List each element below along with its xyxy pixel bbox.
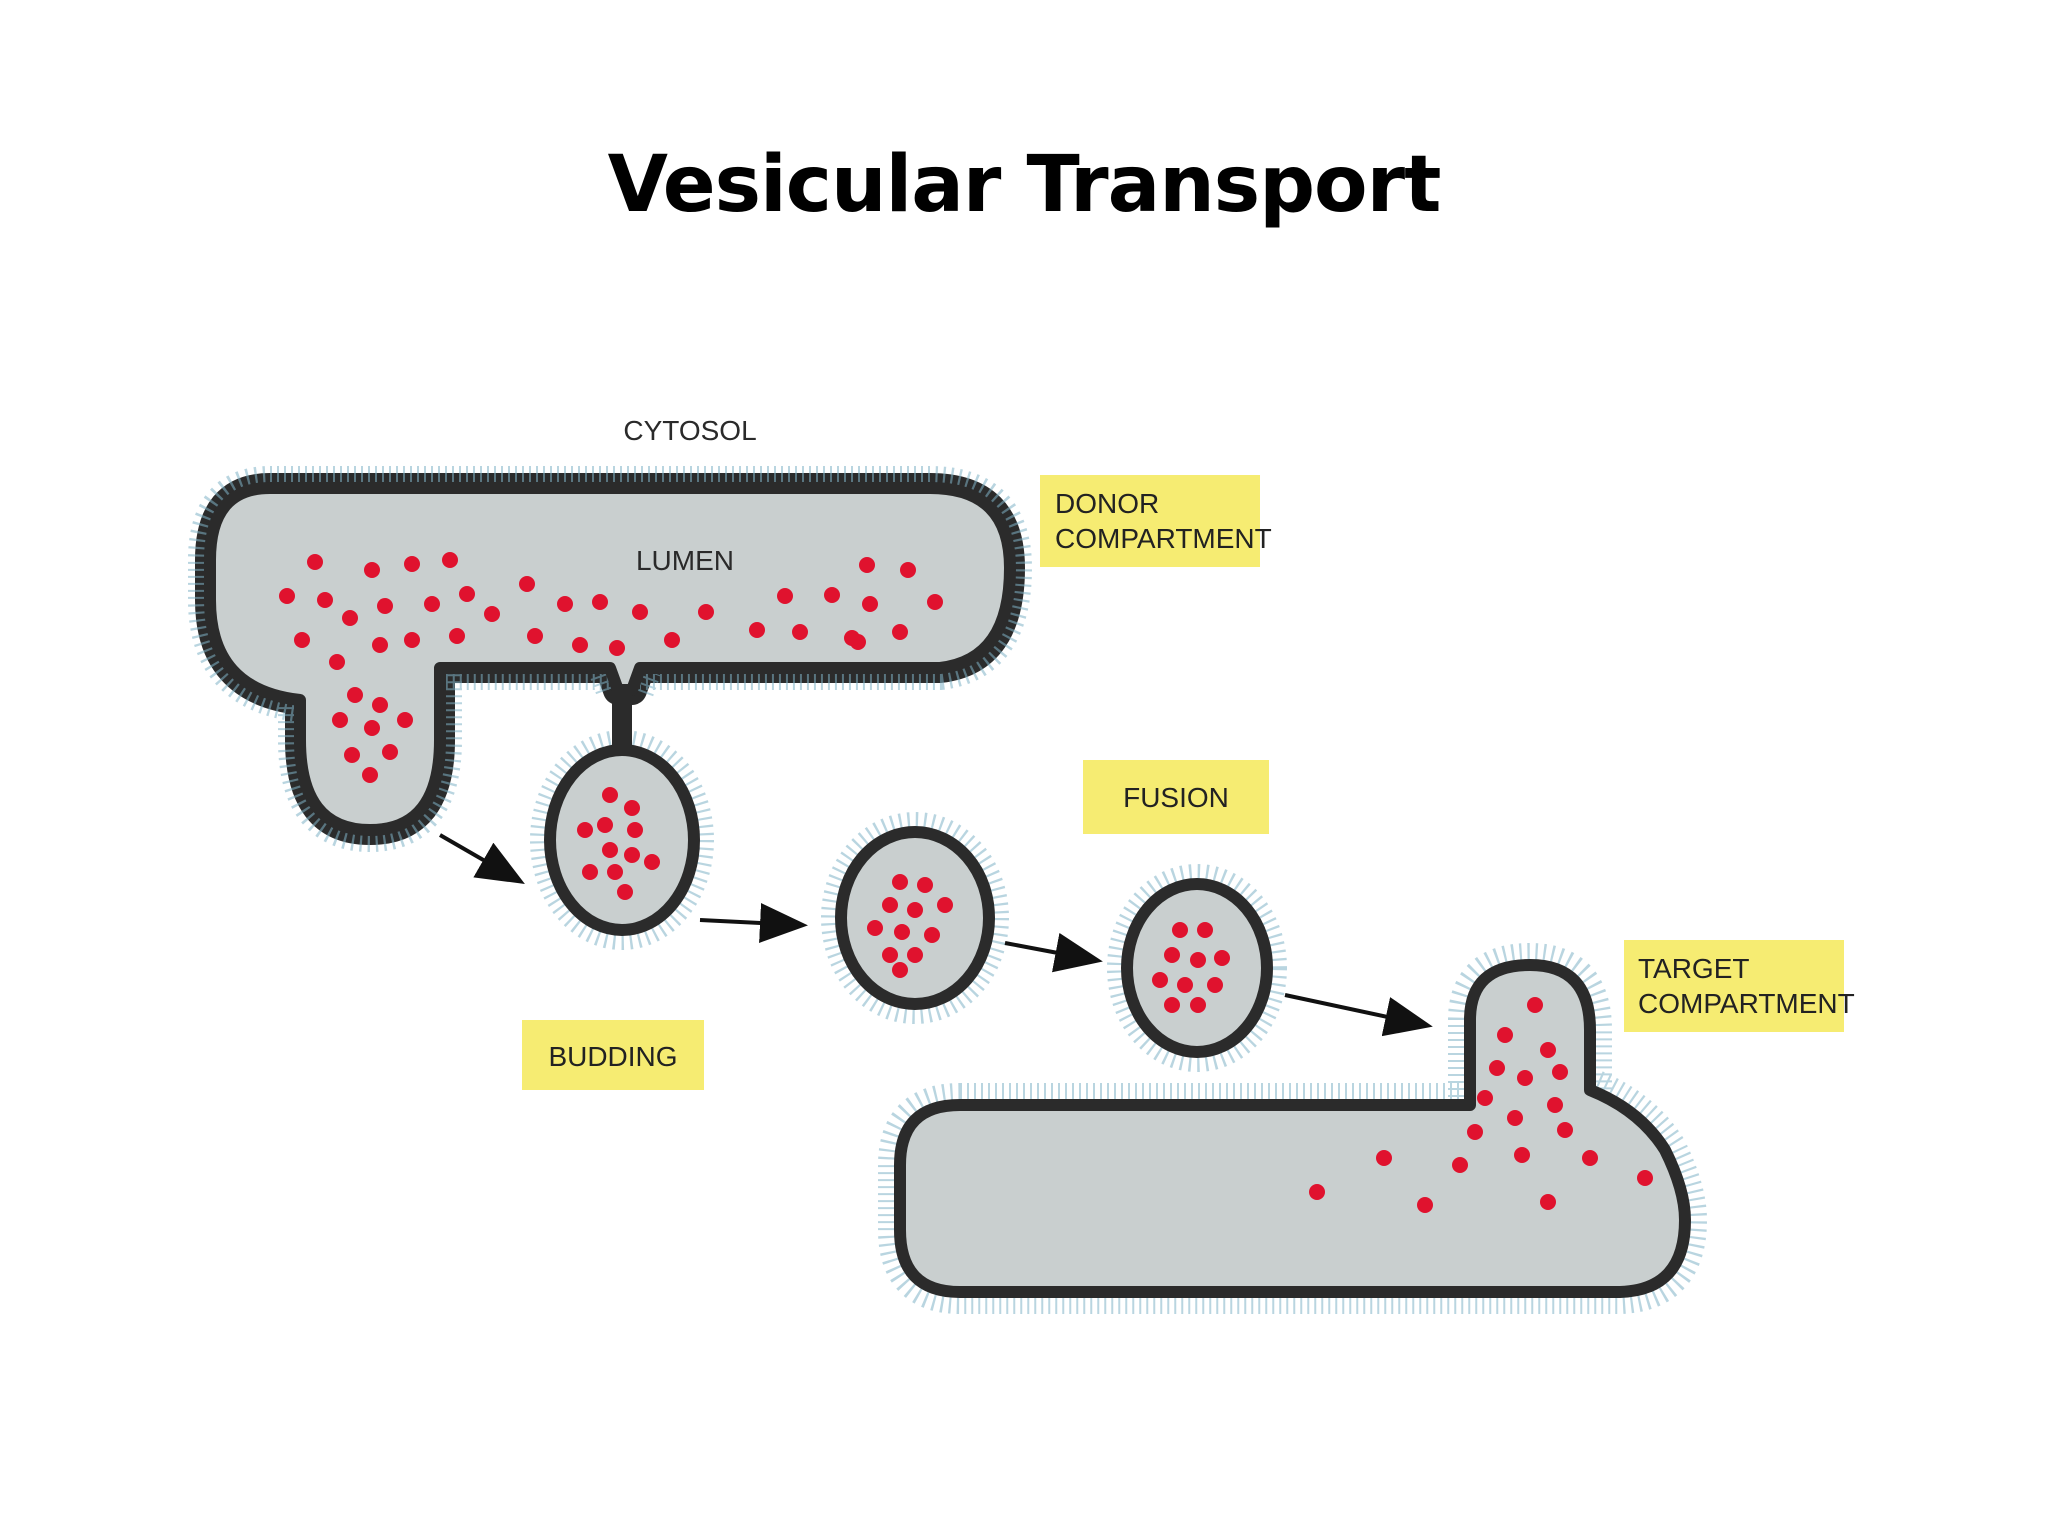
arrow-to-vesicle (699, 903, 808, 943)
label-fusion: FUSION (1083, 760, 1269, 834)
budding-vesicle (530, 690, 714, 950)
arrow-budding (439, 833, 525, 884)
slide-title: Vesicular Transport (607, 140, 1442, 230)
label-donor-compartment: DONOR COMPARTMENT (1040, 475, 1272, 567)
svg-text:FUSION: FUSION (1123, 782, 1229, 813)
transport-arrows (439, 833, 1433, 1037)
arrow-to-docking (1004, 932, 1103, 973)
svg-text:TARGET: TARGET (1638, 953, 1749, 984)
docking-vesicle (1107, 864, 1287, 1072)
svg-text:COMPARTMENT: COMPARTMENT (1055, 523, 1272, 554)
label-budding: BUDDING (522, 1020, 704, 1090)
label-target-compartment: TARGET COMPARTMENT (1624, 940, 1855, 1032)
label-lumen: LUMEN (636, 545, 734, 576)
donor-compartment (188, 466, 1033, 853)
svg-text:BUDDING: BUDDING (548, 1041, 677, 1072)
svg-text:DONOR: DONOR (1055, 488, 1159, 519)
target-compartment (878, 942, 1708, 1314)
svg-text:COMPARTMENT: COMPARTMENT (1638, 988, 1855, 1019)
arrow-to-target (1284, 993, 1433, 1037)
cargo-molecules (279, 552, 1653, 1213)
label-cytosol: CYTOSOL (623, 415, 756, 446)
